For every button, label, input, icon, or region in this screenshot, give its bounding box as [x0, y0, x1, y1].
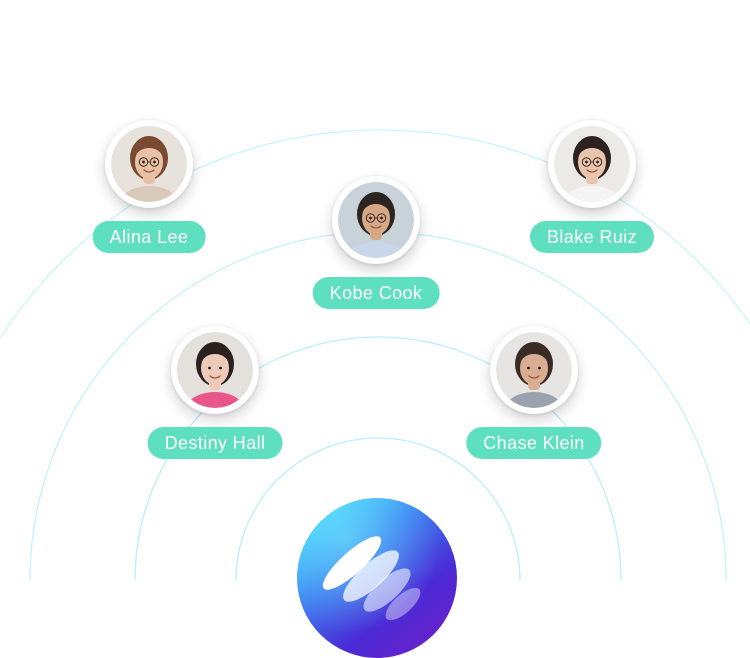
avatar[interactable]: [332, 176, 420, 264]
person-kobe-cook: Kobe Cook: [276, 176, 476, 376]
person-blake-ruiz: Blake Ruiz: [492, 120, 692, 320]
avatar-photo: [177, 332, 253, 408]
avatar-photo: [338, 182, 414, 258]
name-badge[interactable]: Chase Klein: [466, 427, 602, 459]
avatar[interactable]: [171, 326, 259, 414]
avatar-photo: [554, 126, 630, 202]
name-badge[interactable]: Blake Ruiz: [529, 221, 655, 253]
name-badge[interactable]: Kobe Cook: [312, 277, 440, 309]
app-logo-icon: [297, 498, 457, 658]
avatar-photo: [111, 126, 187, 202]
avatar[interactable]: [490, 326, 578, 414]
person-chase-klein: Chase Klein: [434, 326, 634, 526]
avatar[interactable]: [105, 120, 193, 208]
person-destiny-hall: Destiny Hall: [115, 326, 315, 526]
radar-arc-inner: [235, 437, 521, 581]
radar-arc-outer: [0, 129, 750, 341]
name-badge[interactable]: Destiny Hall: [147, 427, 283, 459]
name-badge[interactable]: Alina Lee: [92, 221, 206, 253]
person-alina-lee: Alina Lee: [49, 120, 249, 320]
avatar-photo: [496, 332, 572, 408]
radar-arc-middle: [134, 336, 622, 581]
avatar[interactable]: [548, 120, 636, 208]
app-logo[interactable]: [297, 498, 457, 658]
